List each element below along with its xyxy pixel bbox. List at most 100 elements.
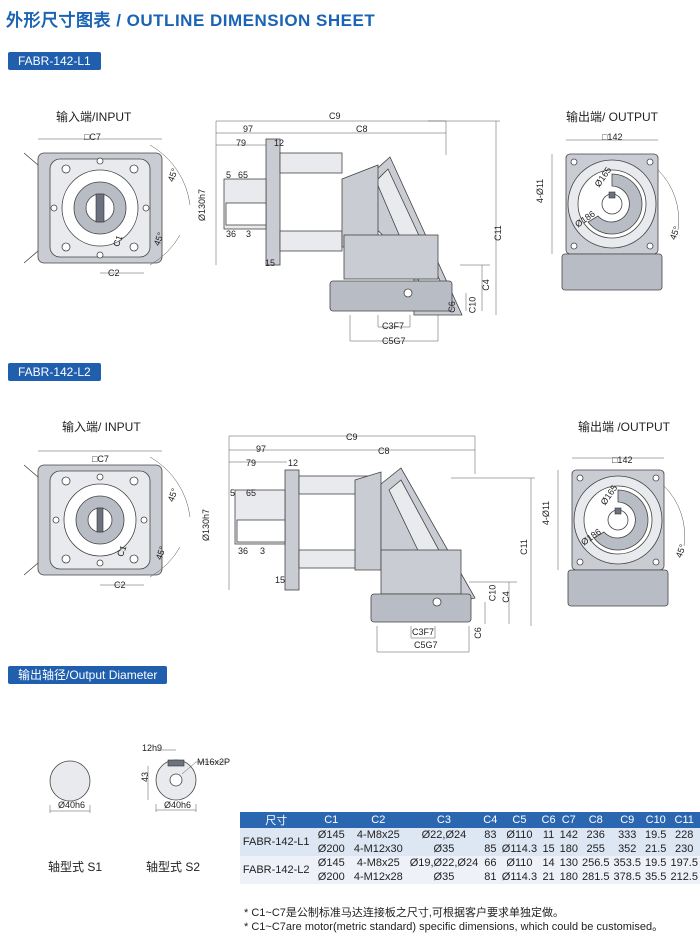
note-cn: * C1~C7是公制标准马达连接板之尺寸,可根据客户要求单独定做。 (244, 907, 564, 919)
dim-c8-l2: C8 (378, 446, 390, 456)
dim-4-11-l2: 4-Ø11 (541, 500, 552, 526)
dim-4-11: 4-Ø11 (535, 178, 546, 204)
header-cell: C11 (668, 812, 700, 828)
table-cell: 236 (579, 828, 612, 842)
s2-thread: M16x2P (197, 757, 231, 767)
dim-3-l2: 3 (260, 546, 266, 556)
s2-height: 43 (140, 771, 151, 783)
table-row: Ø200 4-M12x28 Ø35 81 Ø114.3 21 180 281.5… (240, 870, 700, 884)
dim-c4-l2: C4 (500, 591, 511, 603)
s2-dim: Ø40h6 (164, 800, 192, 810)
note-en: * C1~C7are motor(metric standard) specif… (244, 921, 664, 933)
table-cell: 180 (557, 842, 580, 856)
header-cell: C2 (350, 812, 407, 828)
table-header-row: 尺寸 C1 C2 C3 C4 C5 C6 C7 C8 C9 C10 C11 (240, 812, 700, 828)
table-cell: 281.5 (579, 870, 612, 884)
dim-c3-l2: C3F7 (412, 627, 435, 637)
input-label-l1: 输入端/INPUT (56, 110, 132, 124)
table-cell: 142 (557, 828, 580, 842)
dim-c6-l2: C6 (472, 627, 483, 639)
table-cell: 353.5 (611, 856, 644, 870)
table-cell: 15 (539, 842, 558, 856)
dim-c9-l2: C9 (346, 432, 358, 442)
input-view-drawing-l2 (23, 450, 191, 586)
shaft-s1-drawing (49, 760, 91, 813)
table-cell: Ø114.3 (499, 870, 540, 884)
table-cell: 4-M12x30 (350, 842, 407, 856)
table-cell: Ø145 (312, 828, 351, 842)
table-cell: 212.5 (668, 870, 700, 884)
output-view-drawing-l1 (551, 139, 679, 291)
header-cell: C1 (312, 812, 351, 828)
header-cell: C3 (406, 812, 482, 828)
table-cell: 197.5 (668, 856, 700, 870)
model-cell: FABR-142-L2 (240, 856, 313, 884)
dim-c7-l2: □C7 (92, 454, 109, 464)
dim-5-l2: 5 (230, 488, 236, 498)
table-row: FABR-142-L1 Ø145 4-M8x25 Ø22,Ø24 83 Ø110… (240, 828, 700, 856)
dim-c9: C9 (329, 111, 341, 121)
dim-c3: C3F7 (382, 321, 405, 331)
table-cell: 83 (481, 828, 500, 842)
section-tag-l1: FABR-142-L1 (8, 52, 101, 70)
table-cell: 255 (579, 842, 612, 856)
table-cell: Ø35 (406, 842, 482, 856)
dim-79-l2: 79 (246, 458, 257, 468)
s1-label: 轴型式 S1 (48, 860, 103, 874)
table-cell: 11 (539, 828, 558, 842)
table-cell: Ø110 (499, 828, 540, 842)
dim-15-l2: 15 (275, 575, 286, 585)
table-cell: 66 (481, 856, 500, 870)
header-cell: C6 (539, 812, 558, 828)
table-cell: 378.5 (611, 870, 644, 884)
table-row: FABR-142-L2 Ø145 4-M8x25 Ø19,Ø22,Ø24 66 … (240, 856, 700, 884)
dim-c8: C8 (356, 124, 368, 134)
table-cell: Ø110 (499, 856, 540, 870)
table-cell: 4-M8x25 (350, 856, 407, 870)
table-cell: 85 (481, 842, 500, 856)
table-row: Ø200 4-M12x30 Ø35 85 Ø114.3 15 180 255 3… (240, 842, 700, 856)
dim-79: 79 (236, 138, 247, 148)
table-cell: 81 (481, 870, 500, 884)
dim-97-l2: 97 (256, 444, 267, 454)
dim-5: 5 (226, 170, 232, 180)
header-cell: C7 (557, 812, 580, 828)
dim-130-l2: Ø130h7 (201, 508, 212, 542)
dim-3: 3 (246, 229, 252, 239)
s1-dim: Ø40h6 (58, 800, 86, 810)
dim-65: 65 (238, 170, 249, 180)
page-title: 外形尺寸图表 / OUTLINE DIMENSION SHEET (6, 11, 376, 30)
dim-c2: C2 (108, 268, 120, 278)
dim-c5-l2: C5G7 (414, 640, 438, 650)
table-cell: Ø19,Ø22,Ø24 (406, 856, 482, 870)
table-cell: 4-M8x25 (350, 828, 407, 842)
table-cell: 19.5 (643, 828, 669, 842)
table-cell: 35.5 (643, 870, 669, 884)
dim-65-l2: 65 (246, 488, 257, 498)
input-view-drawing-l1 (23, 138, 191, 274)
dim-36-l2: 36 (238, 546, 249, 556)
output-label-l2: 输出端 /OUTPUT (578, 420, 670, 434)
dim-36: 36 (226, 229, 237, 239)
dim-c2-l2: C2 (114, 580, 126, 590)
s2-key: 12h9 (142, 743, 163, 753)
dim-c10-l2: C10 (487, 584, 498, 602)
table-cell: 14 (539, 856, 558, 870)
dim-12: 12 (274, 138, 285, 148)
dim-97: 97 (243, 124, 254, 134)
input-label-l2: 输入端/ INPUT (62, 420, 141, 434)
table-cell: Ø145 (312, 856, 351, 870)
table-cell: Ø200 (312, 842, 351, 856)
side-view-drawing-l2 (228, 435, 535, 653)
table-cell: 228 (668, 828, 700, 842)
table-cell: 130 (557, 856, 580, 870)
dim-c4: C4 (480, 279, 491, 291)
output-diameter-tag: 输出轴径/Output Diameter (8, 666, 168, 684)
output-label-l1: 输出端/ OUTPUT (566, 110, 658, 124)
header-cell: C8 (579, 812, 612, 828)
dim-142: □142 (602, 132, 623, 142)
dim-c7: □C7 (84, 132, 101, 142)
header-cell: 尺寸 (240, 812, 313, 828)
dim-142-l2: □142 (612, 455, 633, 465)
table-cell: 180 (557, 870, 580, 884)
